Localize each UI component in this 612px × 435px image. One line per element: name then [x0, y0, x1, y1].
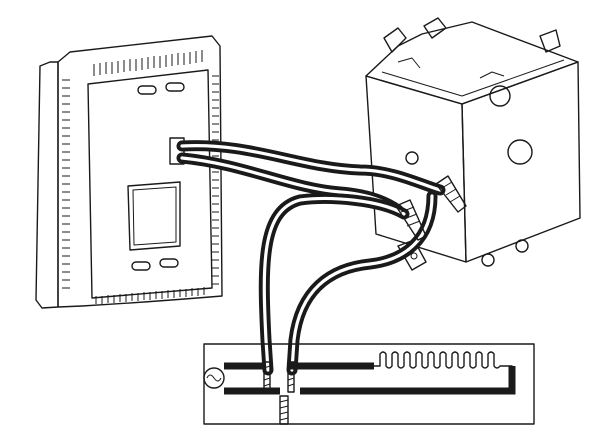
knockout [405, 151, 419, 165]
mounting-slot [131, 261, 151, 271]
mounting-slot [137, 85, 157, 95]
knockout [507, 139, 533, 165]
mounting-slot [159, 258, 179, 268]
top-vent-row [93, 50, 203, 76]
junction-box-icon [365, 17, 581, 271]
knockout [489, 85, 511, 107]
thermostat-icon [35, 35, 223, 309]
knockout [481, 253, 495, 267]
heater-circuit [203, 343, 535, 425]
circuit-wires [258, 190, 438, 376]
bolt-terminal [287, 361, 295, 393]
mounting-slot [165, 82, 185, 92]
bottom-vent-row [95, 287, 205, 304]
knockout [515, 239, 529, 253]
bolt-terminal [263, 361, 271, 393]
ground-bolt [279, 395, 289, 425]
wire-nut-icon [395, 175, 467, 241]
left-vent-column [62, 79, 70, 289]
ac-source-icon [203, 367, 225, 389]
display-window [127, 181, 181, 251]
right-vent-column [212, 75, 219, 285]
heater-element-icon [373, 351, 513, 369]
